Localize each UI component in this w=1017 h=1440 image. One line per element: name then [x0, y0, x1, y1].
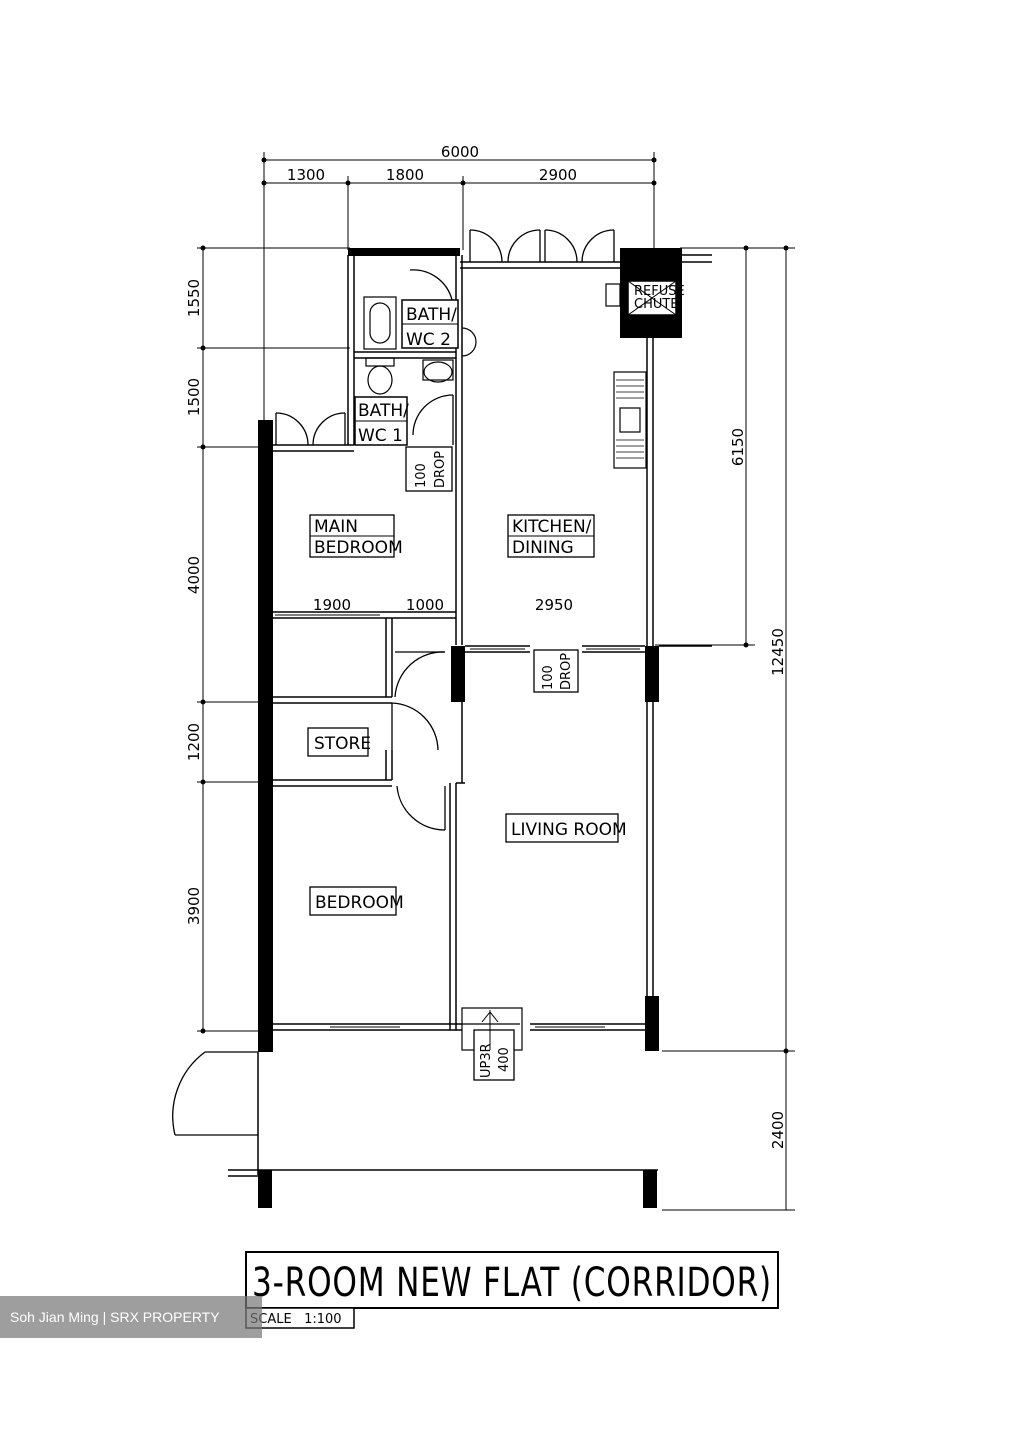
note-drop-2-a: 100 [541, 665, 556, 690]
dim-left-3: 4000 [185, 556, 203, 594]
label-refuse-chute-line1: REFUSE [634, 284, 685, 299]
label-kitchen-line1: KITCHEN/ [512, 517, 592, 537]
dim-top-1: 1300 [287, 166, 325, 184]
scale-label: SCALE 1:100 [250, 1312, 342, 1327]
dim-right-corridor: 2400 [769, 1111, 787, 1149]
label-living-room: LIVING ROOM [511, 820, 627, 840]
dim-right-total: 12450 [769, 628, 787, 676]
dim-top-3: 2900 [539, 166, 577, 184]
label-bath-wc2-line1: BATH/ [406, 305, 457, 325]
windows [275, 614, 640, 1028]
dim-mid-3: 2950 [535, 596, 573, 614]
dim-left-1: 1550 [185, 279, 203, 317]
label-bath-wc2-line2: WC 2 [406, 330, 451, 350]
note-drop-1-b: DROP [433, 451, 448, 488]
dim-left-5: 3900 [185, 887, 203, 925]
door-swings [172, 229, 615, 1136]
interior-walls [228, 254, 712, 1177]
dim-mid-2: 1000 [406, 596, 444, 614]
right-dimensions [655, 246, 795, 1211]
plan-title: 3-ROOM NEW FLAT (CORRIDOR) [252, 1260, 772, 1306]
label-bedroom: BEDROOM [315, 893, 404, 913]
photo-credit-watermark: Soh Jian Ming | SRX PROPERTY [0, 1296, 262, 1338]
dim-top-2: 1800 [386, 166, 424, 184]
label-refuse-chute-line2: CHUTE [634, 297, 679, 312]
title-box [245, 1251, 779, 1309]
note-step-a: UP3R [479, 1043, 494, 1078]
sink-grill [616, 379, 644, 459]
fixtures [363, 283, 647, 1051]
dim-overall-width: 6000 [441, 143, 479, 161]
note-drop-1-a: 100 [414, 463, 429, 488]
label-main-bedroom-line1: MAIN [314, 517, 358, 537]
dim-left-2: 1500 [185, 378, 203, 416]
label-store: STORE [314, 734, 371, 754]
dim-right-kitchen: 6150 [729, 428, 747, 466]
dim-mid-1: 1900 [313, 596, 351, 614]
label-kitchen-line2: DINING [512, 538, 574, 558]
note-step-b: 400 [497, 1047, 512, 1072]
dim-left-4: 1200 [185, 723, 203, 761]
note-drop-2-b: DROP [559, 653, 574, 690]
label-bath-wc1-line1: BATH/ [358, 401, 409, 421]
top-dimensions [263, 152, 655, 420]
label-main-bedroom-line2: BEDROOM [314, 538, 403, 558]
label-bath-wc1-line2: WC 1 [358, 426, 403, 446]
